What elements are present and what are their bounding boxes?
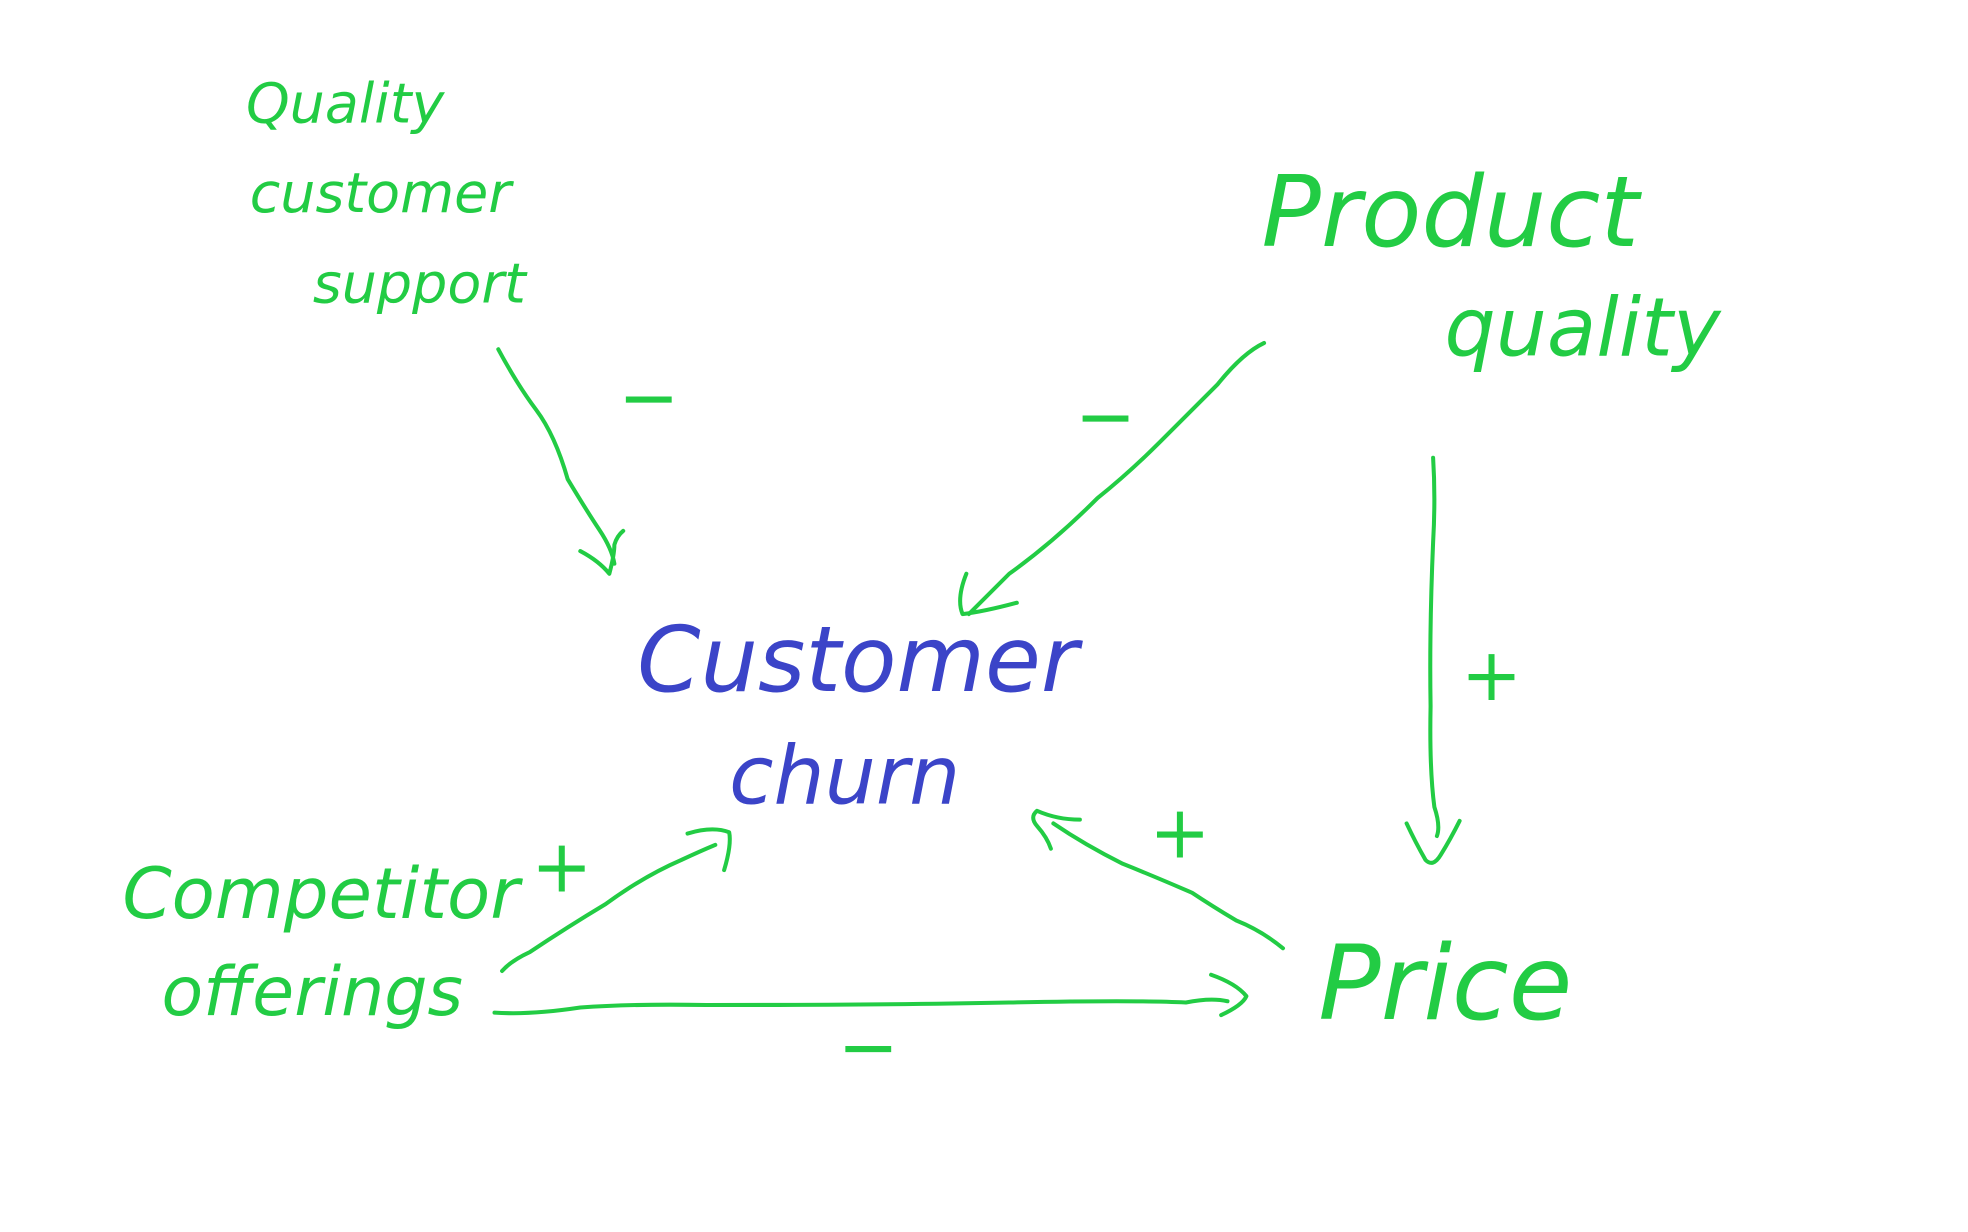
node-label-line: Product: [1262, 156, 1643, 270]
arrow-line: [496, 347, 617, 566]
edge-support-to-churn: −: [496, 347, 679, 576]
node-label-line: churn: [729, 729, 960, 823]
node-label-line: Customer: [637, 608, 1084, 713]
node-label-line: Quality: [246, 71, 445, 136]
node-quality-customer-support: Quality customer support: [246, 71, 528, 316]
node-label-line: customer: [250, 161, 515, 226]
edge-price-to-churn: +: [1031, 790, 1286, 951]
arrowhead-icon: [685, 827, 732, 873]
node-label-line: support: [313, 252, 528, 317]
edge-product-quality-to-churn: −: [958, 340, 1267, 617]
edge-sign: +: [531, 825, 592, 910]
edge-sign: +: [1149, 790, 1210, 875]
arrowhead-icon: [1031, 808, 1082, 851]
edge-competitor-to-churn: +: [500, 825, 732, 973]
arrowhead-icon: [1209, 972, 1249, 1018]
edge-competitor-to-price: −: [492, 972, 1249, 1090]
edge-sign: −: [838, 1005, 899, 1090]
arrowhead-icon: [958, 571, 1019, 617]
arrow-line: [966, 340, 1267, 617]
edge-sign: +: [1461, 633, 1522, 718]
arrow-line: [500, 842, 718, 973]
edge-sign: −: [1075, 374, 1136, 459]
arrowhead-icon: [578, 528, 626, 576]
node-label-line: Price: [1318, 924, 1572, 1044]
arrowhead-icon: [1404, 818, 1462, 865]
node-label-line: quality: [1444, 282, 1721, 376]
arrow-line: [1428, 455, 1441, 839]
node-price: Price: [1318, 924, 1572, 1044]
node-label-line: Competitor: [122, 852, 523, 935]
node-product-quality: Product quality: [1262, 156, 1722, 376]
node-customer-churn: Customer churn: [637, 608, 1084, 823]
edge-sign: −: [618, 355, 679, 440]
arrow-line: [492, 997, 1230, 1016]
arrow-line: [1051, 821, 1286, 951]
edge-product-quality-to-price: +: [1404, 455, 1522, 865]
node-competitor-offerings: Competitor offerings: [122, 852, 523, 1032]
node-label-line: offerings: [161, 953, 463, 1032]
